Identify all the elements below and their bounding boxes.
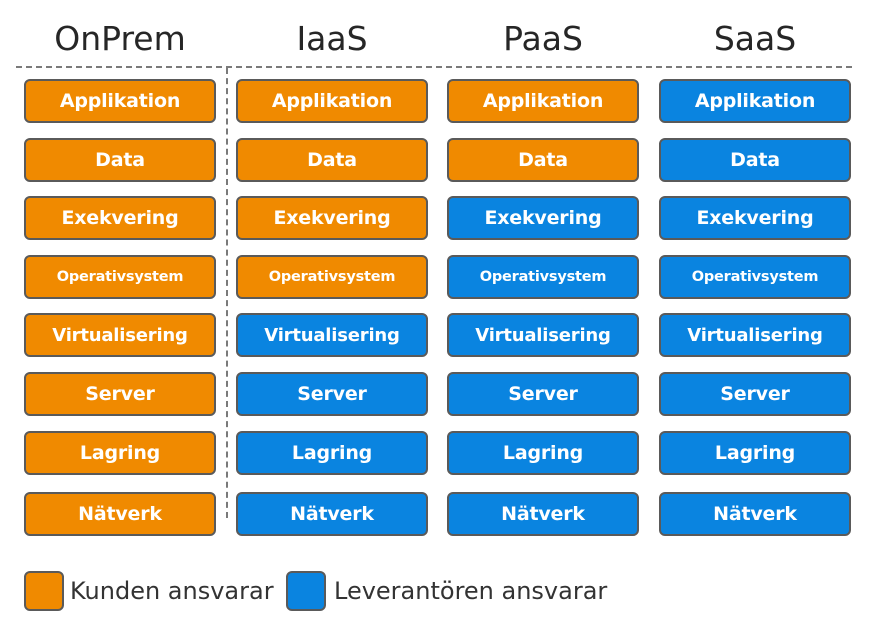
layer-cell-onprem-1: Data (24, 138, 216, 182)
layer-cell-saas-7: Nätverk (659, 492, 851, 536)
layer-cell-iaas-7: Nätverk (236, 492, 428, 536)
column-title-onprem: OnPrem (54, 19, 186, 58)
legend-customer-label: Kunden ansvarar (70, 577, 274, 605)
layer-cell-paas-6: Lagring (447, 431, 639, 475)
layer-cell-paas-2: Exekvering (447, 196, 639, 240)
layer-cell-iaas-3: Operativsystem (236, 255, 428, 299)
layer-cell-iaas-5: Server (236, 372, 428, 416)
layer-cell-onprem-3: Operativsystem (24, 255, 216, 299)
layer-cell-onprem-6: Lagring (24, 431, 216, 475)
legend-provider-label: Leverantören ansvarar (334, 577, 608, 605)
column-title-iaas: IaaS (296, 19, 368, 58)
layer-cell-saas-5: Server (659, 372, 851, 416)
layer-cell-iaas-4: Virtualisering (236, 313, 428, 357)
layer-cell-saas-6: Lagring (659, 431, 851, 475)
layer-cell-paas-3: Operativsystem (447, 255, 639, 299)
layer-cell-iaas-1: Data (236, 138, 428, 182)
layer-cell-paas-7: Nätverk (447, 492, 639, 536)
header-divider (16, 66, 852, 68)
layer-cell-saas-3: Operativsystem (659, 255, 851, 299)
layer-cell-saas-2: Exekvering (659, 196, 851, 240)
layer-cell-saas-1: Data (659, 138, 851, 182)
layer-cell-iaas-2: Exekvering (236, 196, 428, 240)
layer-cell-onprem-2: Exekvering (24, 196, 216, 240)
column-title-saas: SaaS (713, 19, 797, 58)
layer-cell-paas-4: Virtualisering (447, 313, 639, 357)
layer-cell-onprem-5: Server (24, 372, 216, 416)
column-title-paas: PaaS (503, 19, 583, 58)
legend-provider-swatch (286, 571, 326, 611)
layer-cell-onprem-7: Nätverk (24, 492, 216, 536)
layer-cell-onprem-4: Virtualisering (24, 313, 216, 357)
legend-customer-swatch (24, 571, 64, 611)
onprem-divider (226, 68, 228, 518)
layer-cell-iaas-0: Applikation (236, 79, 428, 123)
layer-cell-onprem-0: Applikation (24, 79, 216, 123)
layer-cell-iaas-6: Lagring (236, 431, 428, 475)
layer-cell-paas-1: Data (447, 138, 639, 182)
layer-cell-paas-0: Applikation (447, 79, 639, 123)
layer-cell-saas-4: Virtualisering (659, 313, 851, 357)
layer-cell-saas-0: Applikation (659, 79, 851, 123)
layer-cell-paas-5: Server (447, 372, 639, 416)
